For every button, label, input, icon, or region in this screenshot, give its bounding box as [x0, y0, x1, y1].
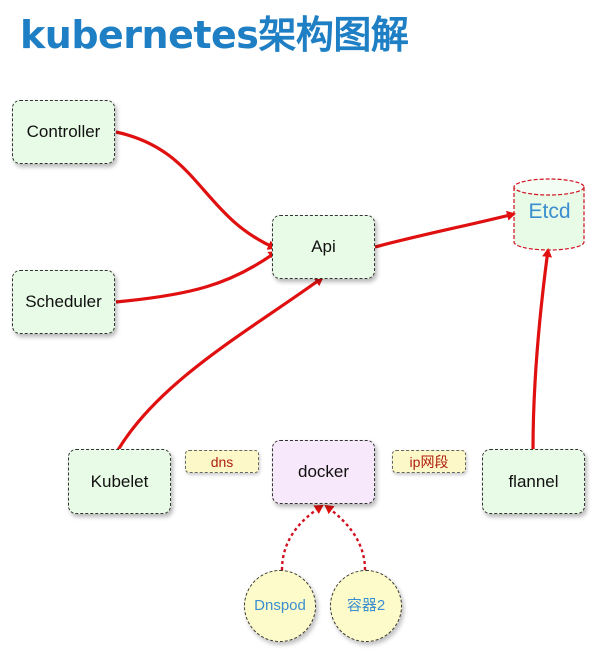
- arrow-kubelet-to-api: [116, 276, 324, 451]
- api-node: Api: [272, 215, 375, 279]
- etcd-label: Etcd: [528, 200, 571, 223]
- arrow-container2-to-docker: [324, 504, 367, 571]
- scheduler-node: Scheduler: [12, 270, 115, 334]
- flannel-node: flannel: [482, 449, 585, 514]
- arrow-controller-to-api: [115, 130, 277, 250]
- ip-range-tag: ip网段: [392, 450, 466, 473]
- docker-node: docker: [272, 440, 375, 504]
- dns-tag: dns: [185, 450, 259, 473]
- page-title: kubernetes架构图解: [20, 13, 409, 57]
- dnspod-circle: Dnspod: [244, 570, 316, 642]
- arrow-flannel-to-etcd: [531, 248, 553, 451]
- controller-node: Controller: [12, 100, 115, 164]
- arrow-dnspod-to-docker: [280, 504, 324, 571]
- arrow-scheduler-to-api: [115, 250, 278, 304]
- kubelet-node: Kubelet: [68, 449, 171, 514]
- etcd-cylinder: [513, 178, 585, 251]
- arrow-api-to-etcd: [374, 210, 516, 249]
- container2-circle: 容器2: [330, 570, 402, 642]
